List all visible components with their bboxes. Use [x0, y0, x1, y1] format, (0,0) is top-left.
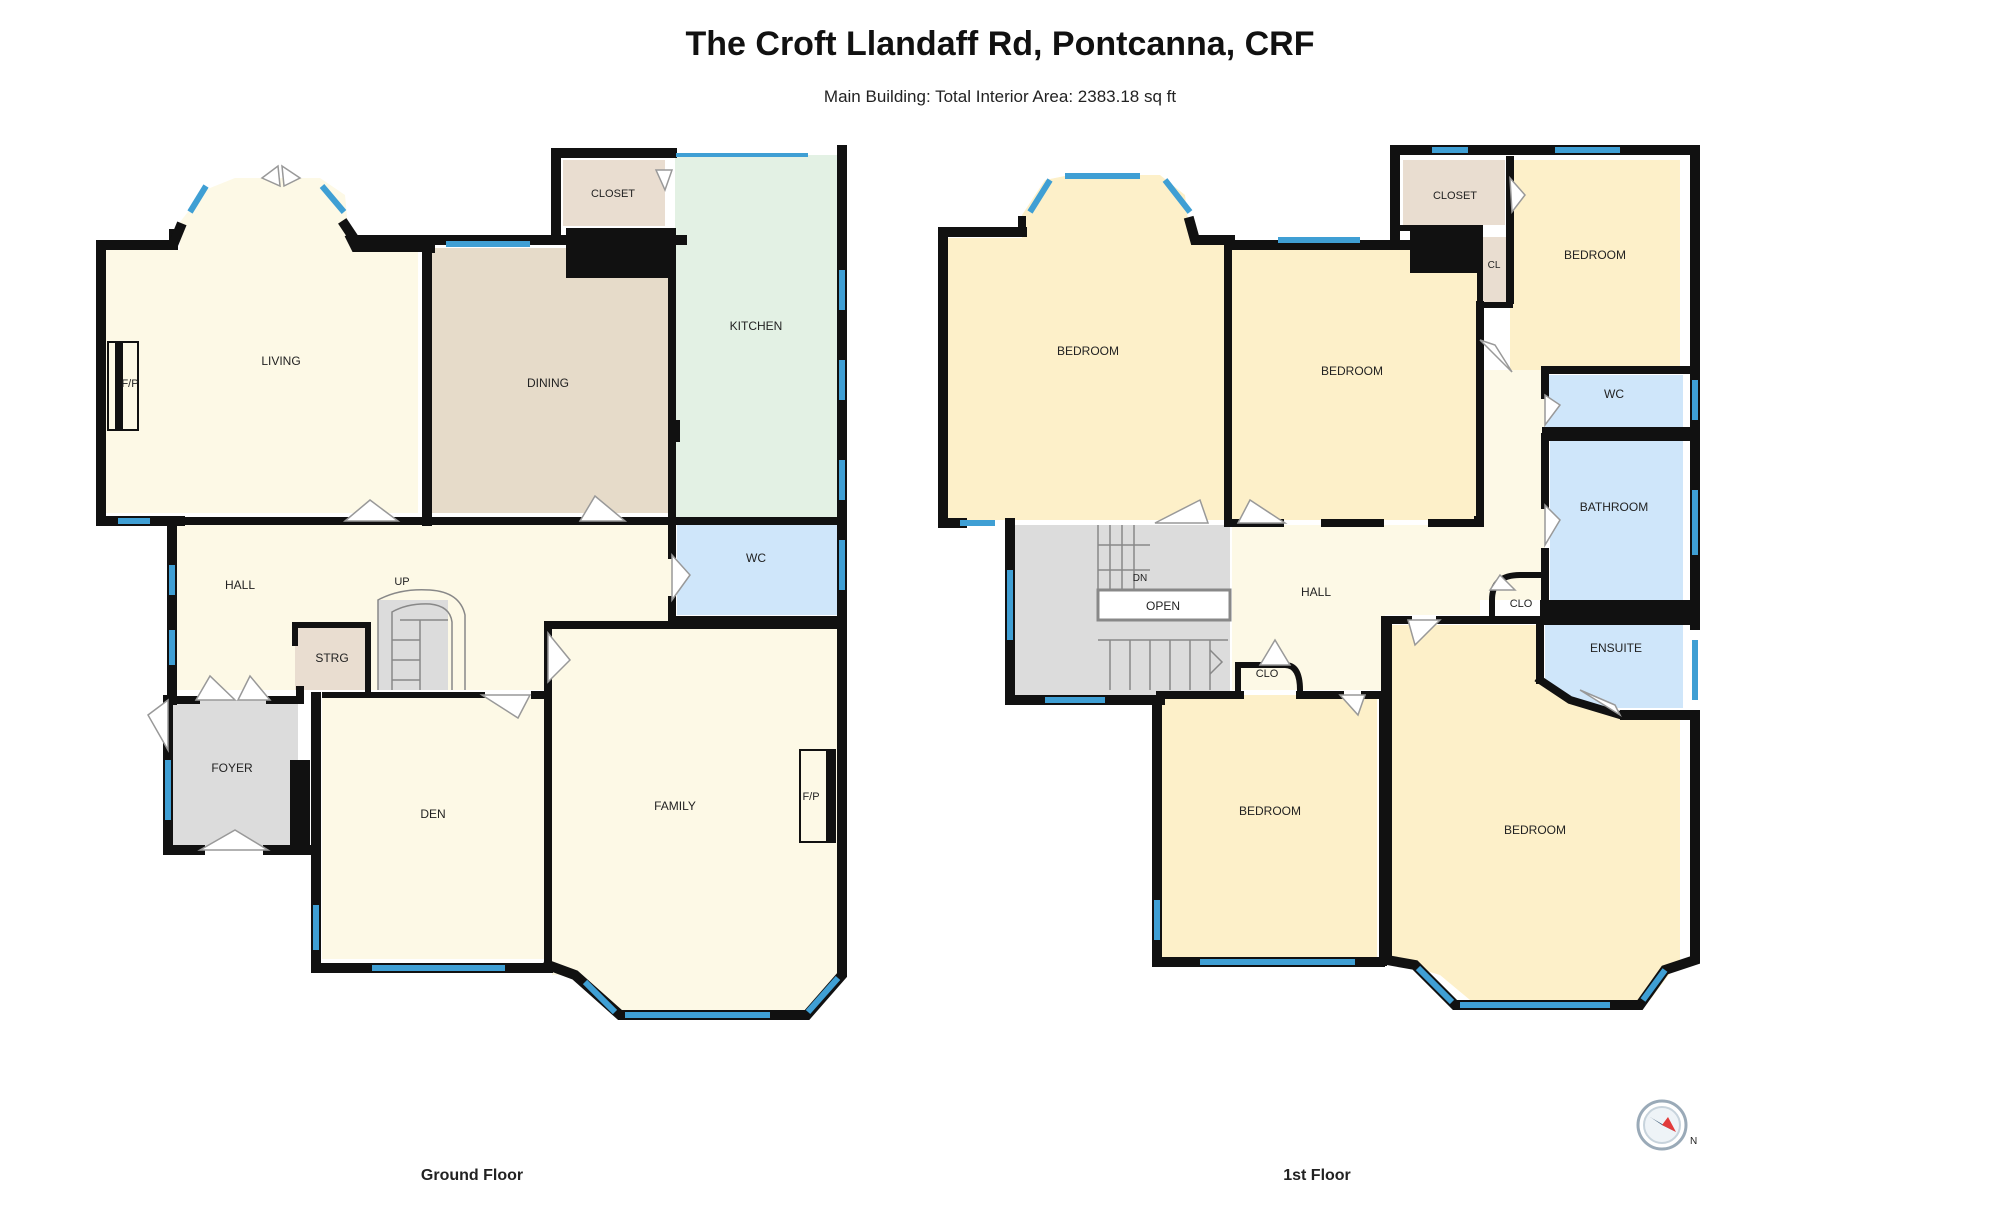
room-wc-1f	[1545, 375, 1683, 430]
room-den	[322, 697, 544, 959]
label-foyer: FOYER	[211, 761, 253, 775]
label-bedroom-3: BEDROOM	[1564, 248, 1626, 262]
label-closet-1f: CLOSET	[1433, 190, 1477, 202]
room-bedroom-5	[1390, 625, 1680, 1000]
room-bedroom-1	[948, 175, 1225, 520]
ground-stairs	[377, 588, 466, 690]
room-strg	[295, 625, 367, 690]
label-family: FAMILY	[654, 799, 696, 813]
label-bathroom: BATHROOM	[1580, 500, 1648, 514]
first-doors	[1154, 175, 1622, 718]
label-fp-living: F/P	[121, 378, 138, 390]
label-bedroom-1: BEDROOM	[1057, 344, 1119, 358]
room-closet	[563, 160, 665, 226]
room-family	[552, 625, 838, 1012]
label-bedroom-2: BEDROOM	[1321, 364, 1383, 378]
open-void	[1096, 588, 1232, 622]
plan-title: The Croft Llandaff Rd, Pontcanna, CRF	[686, 25, 1315, 63]
room-closet-1f	[1403, 160, 1505, 225]
room-kitchen	[675, 155, 840, 518]
room-living	[105, 178, 418, 513]
first-windows	[960, 147, 1698, 1008]
ground-floor: LIVING F/P CLOSET DINING KITCHEN HALL UP…	[96, 145, 847, 1184]
label-hall-1f: HALL	[1301, 585, 1331, 599]
ground-windows	[118, 153, 845, 1018]
first-floor-label: 1st Floor	[1283, 1167, 1351, 1184]
room-cl	[1480, 237, 1508, 305]
room-bathroom	[1550, 440, 1683, 600]
room-foyer	[168, 700, 298, 848]
label-hall: HALL	[225, 578, 255, 592]
room-wc	[677, 525, 837, 615]
label-cl: CL	[1488, 260, 1501, 271]
room-hall-1f	[1232, 370, 1545, 690]
label-dining: DINING	[527, 376, 569, 390]
plan-subtitle: Main Building: Total Interior Area: 2383…	[824, 87, 1176, 106]
room-stairs	[378, 600, 448, 690]
label-dn: DN	[1133, 573, 1147, 584]
label-den: DEN	[420, 807, 445, 821]
label-strg: STRG	[315, 651, 348, 665]
ground-labels: LIVING F/P CLOSET DINING KITCHEN HALL UP…	[121, 188, 819, 821]
compass-icon: N	[1636, 1099, 1697, 1151]
label-bedroom-5: BEDROOM	[1504, 823, 1566, 837]
label-wc: WC	[746, 551, 766, 565]
room-dining	[425, 248, 675, 513]
label-clo-1: CLO	[1256, 668, 1279, 680]
room-bedroom-3	[1510, 160, 1680, 370]
ground-doors	[147, 164, 691, 851]
first-floor: BEDROOM BEDROOM CLOSET CL BEDROOM WC BAT…	[938, 145, 1700, 1184]
label-open: OPEN	[1146, 599, 1180, 613]
label-clo-2: CLO	[1510, 598, 1533, 610]
first-walls	[938, 145, 1700, 1010]
label-bedroom-4: BEDROOM	[1239, 804, 1301, 818]
label-living: LIVING	[261, 354, 300, 368]
room-bedroom-4	[1162, 695, 1377, 958]
ground-floor-label: Ground Floor	[421, 1167, 523, 1184]
label-up: UP	[394, 576, 409, 588]
first-stairs	[1096, 525, 1232, 690]
label-fp-family: F/P	[802, 791, 819, 803]
label-wc-1f: WC	[1604, 387, 1624, 401]
first-labels: BEDROOM BEDROOM CLOSET CL BEDROOM WC BAT…	[1057, 190, 1648, 837]
label-ensuite: ENSUITE	[1590, 641, 1642, 655]
room-bedroom-2	[1232, 245, 1477, 520]
label-closet: CLOSET	[591, 188, 635, 200]
label-kitchen: KITCHEN	[730, 319, 783, 333]
compass-north-label: N	[1690, 1136, 1697, 1147]
